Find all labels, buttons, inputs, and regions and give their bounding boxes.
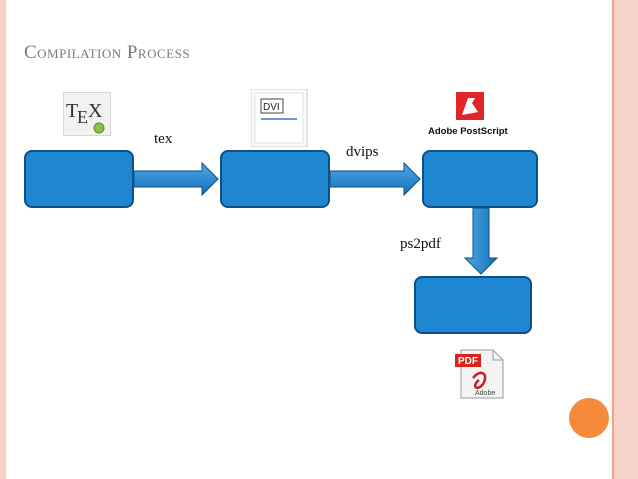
step-label-ps2pdf: ps2pdf (400, 236, 441, 252)
adobe-postscript-icon: Adobe PostScript (428, 92, 520, 142)
svg-text:Adobe: Adobe (475, 390, 495, 397)
svg-text:E: E (77, 107, 88, 127)
tex-logo-icon: T E X (62, 91, 112, 137)
svg-text:PDF: PDF (458, 356, 478, 367)
step-label-tex: tex (154, 131, 173, 147)
svg-text:T: T (66, 100, 78, 122)
arrow-tex (133, 161, 219, 197)
left-border (0, 0, 6, 479)
svg-text:Adobe PostScript: Adobe PostScript (428, 126, 509, 137)
arrow-dvips (329, 161, 421, 197)
right-border (612, 0, 638, 479)
dvi-document-icon: DVI (250, 88, 309, 148)
decorative-orange-circle (569, 398, 609, 438)
postscript-box (422, 150, 538, 208)
tex-source-box (24, 150, 134, 208)
svg-text:X: X (88, 100, 103, 122)
pdf-box (414, 276, 532, 334)
pdf-document-icon: PDF Adobe (455, 348, 507, 400)
slide-title: Compilation Process (24, 42, 191, 63)
dvi-box (220, 150, 330, 208)
step-label-dvips: dvips (346, 144, 379, 160)
arrow-ps2pdf (463, 207, 499, 275)
svg-text:DVI: DVI (263, 102, 280, 113)
